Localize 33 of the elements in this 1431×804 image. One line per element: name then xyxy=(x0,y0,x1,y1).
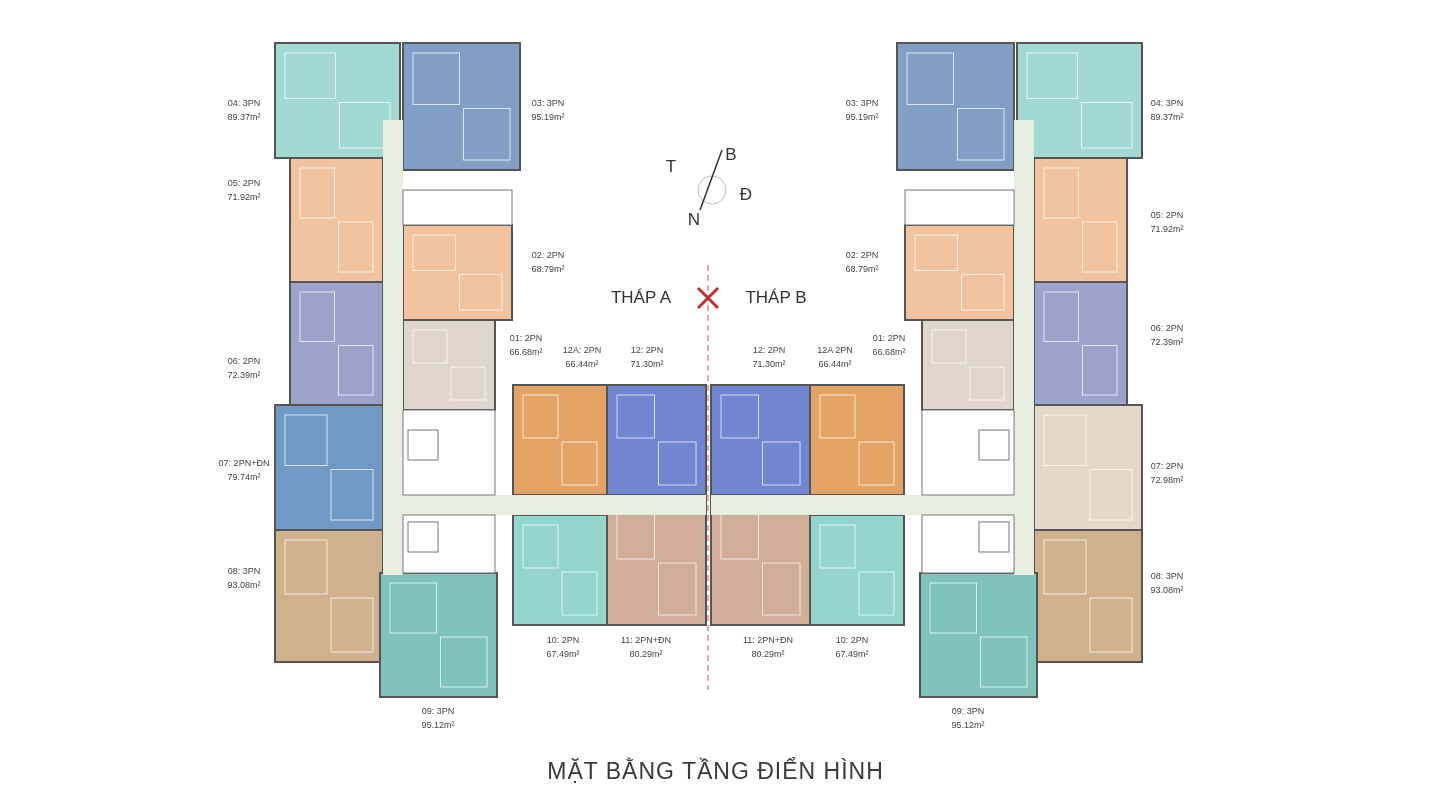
title: MẶT BẰNG TẦNG ĐIỂN HÌNH xyxy=(546,758,885,785)
unit-label: 01: 2PN 66.68m² xyxy=(871,332,907,359)
unit-label: 04: 3PN 89.37m² xyxy=(226,97,262,124)
unit-label: 07: 2PN 72.98m² xyxy=(1149,460,1185,487)
unit-label: 01: 2PN 66.68m² xyxy=(508,332,544,359)
compass-letter: N xyxy=(687,210,701,230)
unit-label: 11: 2PN+ĐN 80.29m² xyxy=(741,634,795,661)
unit-label: 05: 2PN 71.92m² xyxy=(1149,209,1185,236)
unit-label: 11: 2PN+ĐN 80.29m² xyxy=(619,634,673,661)
unit-label: 09: 3PN 95.12m² xyxy=(420,705,456,732)
compass-letter: T xyxy=(665,157,677,177)
unit-label: 06: 2PN 72.39m² xyxy=(226,355,262,382)
unit-label: 06: 2PN 72.39m² xyxy=(1149,322,1185,349)
unit-label: 12: 2PN 71.30m² xyxy=(751,344,787,371)
unit-label: 12: 2PN 71.30m² xyxy=(629,344,665,371)
unit-label: 02: 2PN 68.79m² xyxy=(844,249,880,276)
unit-label: 03: 3PN 95.19m² xyxy=(530,97,566,124)
unit-label: 12A: 2PN 66.44m² xyxy=(561,344,603,371)
compass-letter: B xyxy=(725,145,737,165)
unit-label: 03: 3PN 95.19m² xyxy=(844,97,880,124)
unit-label: 05: 2PN 71.92m² xyxy=(226,177,262,204)
unit-label: 04: 3PN 89.37m² xyxy=(1149,97,1185,124)
unit-label: 08: 3PN 93.08m² xyxy=(226,565,262,592)
unit-label: 12A 2PN 66.44m² xyxy=(816,344,854,371)
unit-label: 10: 2PN 67.49m² xyxy=(545,634,581,661)
unit-label: 08: 3PN 93.08m² xyxy=(1149,570,1185,597)
unit-label: 09: 3PN 95.12m² xyxy=(950,705,986,732)
compass-letter: Đ xyxy=(739,185,753,205)
tower-label: THÁP B xyxy=(745,288,807,308)
unit-label: 07: 2PN+ĐN 79.74m² xyxy=(217,457,271,484)
tower-label: THÁP A xyxy=(610,288,672,308)
unit-label: 10: 2PN 67.49m² xyxy=(834,634,870,661)
unit-label: 02: 2PN 68.79m² xyxy=(530,249,566,276)
